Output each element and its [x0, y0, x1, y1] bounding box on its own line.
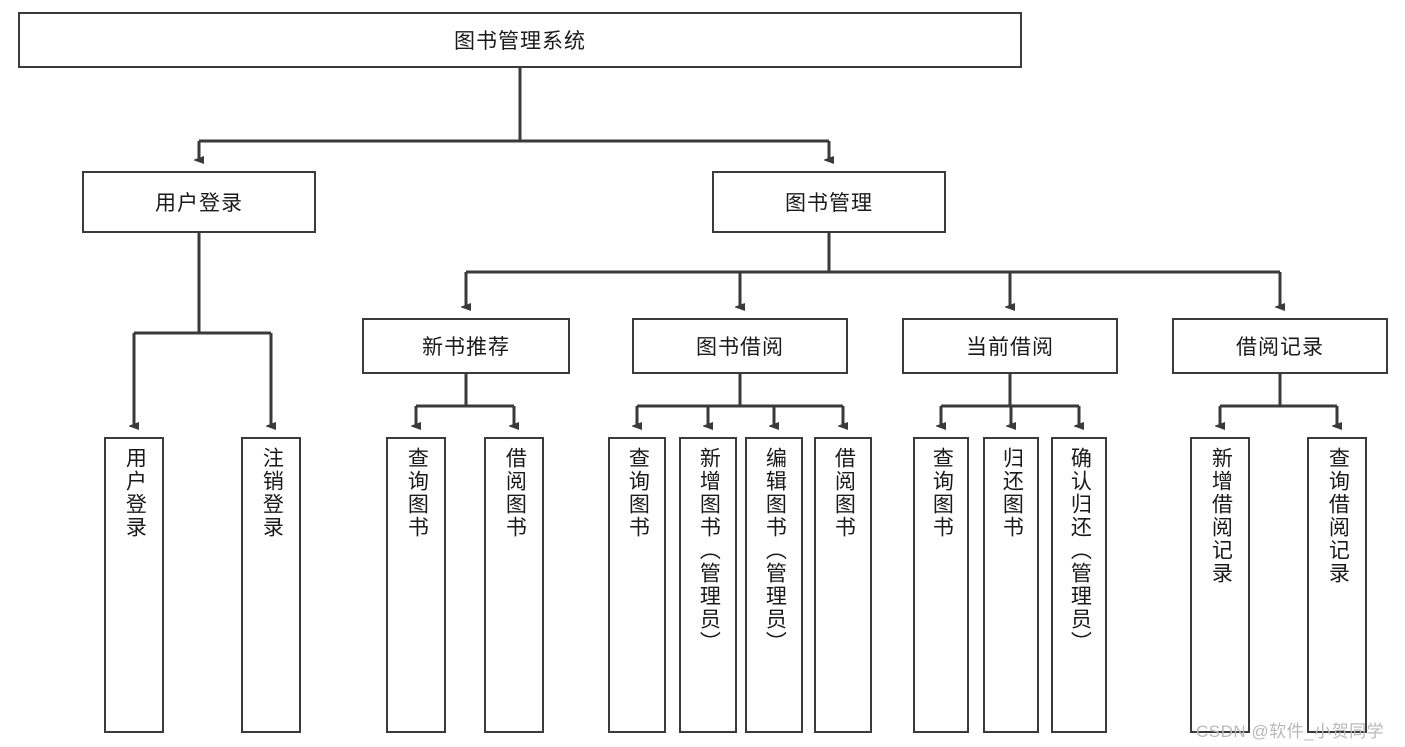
leaf-confirm-return-admin[interactable]: 确认归还（管理员）	[1051, 437, 1107, 733]
leaf-label: 新增借阅记录	[1209, 447, 1233, 585]
node-book-borrow-label: 图书借阅	[696, 336, 784, 359]
node-new-book-recommend-label: 新书推荐	[422, 336, 510, 359]
leaf-query-borrow-record[interactable]: 查询借阅记录	[1307, 437, 1367, 733]
leaf-label: 查询图书	[626, 447, 650, 539]
node-root-label: 图书管理系统	[454, 30, 586, 53]
leaf-label: 用户登录	[123, 447, 147, 539]
leaf-edit-book-admin[interactable]: 编辑图书（管理员）	[745, 437, 803, 733]
node-new-book-recommend[interactable]: 新书推荐	[362, 318, 570, 374]
leaf-add-book-admin[interactable]: 新增图书（管理员）	[679, 437, 737, 733]
leaf-label: 注销登录	[260, 447, 284, 539]
leaf-return-book[interactable]: 归还图书	[983, 437, 1039, 733]
leaf-label: 查询图书	[930, 447, 954, 539]
node-user-login-label: 用户登录	[155, 192, 243, 215]
watermark: CSDN @软件_小贺同学	[1196, 722, 1385, 741]
node-book-management-label: 图书管理	[785, 192, 873, 215]
node-root[interactable]: 图书管理系统	[18, 12, 1022, 68]
node-current-borrow-label: 当前借阅	[966, 336, 1054, 359]
node-borrow-record-label: 借阅记录	[1236, 336, 1324, 359]
leaf-label: 编辑图书（管理员）	[763, 447, 787, 654]
leaf-user-login[interactable]: 用户登录	[104, 437, 164, 733]
leaf-query-book-current[interactable]: 查询图书	[913, 437, 969, 733]
leaf-label: 借阅图书	[832, 447, 856, 539]
leaf-label: 查询图书	[405, 447, 429, 539]
leaf-query-book-recommend[interactable]: 查询图书	[386, 437, 446, 733]
leaf-label: 借阅图书	[503, 447, 527, 539]
leaf-logout[interactable]: 注销登录	[241, 437, 301, 733]
leaf-label: 确认归还（管理员）	[1068, 447, 1092, 654]
node-book-management[interactable]: 图书管理	[712, 171, 946, 233]
leaf-borrow-book-recommend[interactable]: 借阅图书	[484, 437, 544, 733]
leaf-query-book-borrow[interactable]: 查询图书	[608, 437, 666, 733]
leaf-label: 归还图书	[1000, 447, 1024, 539]
node-user-login[interactable]: 用户登录	[82, 171, 316, 233]
node-book-borrow[interactable]: 图书借阅	[632, 318, 848, 374]
leaf-add-borrow-record[interactable]: 新增借阅记录	[1190, 437, 1250, 733]
leaf-label: 查询借阅记录	[1326, 447, 1350, 585]
leaf-label: 新增图书（管理员）	[697, 447, 721, 654]
leaf-borrow-book[interactable]: 借阅图书	[814, 437, 872, 733]
node-borrow-record[interactable]: 借阅记录	[1172, 318, 1388, 374]
node-current-borrow[interactable]: 当前借阅	[902, 318, 1118, 374]
